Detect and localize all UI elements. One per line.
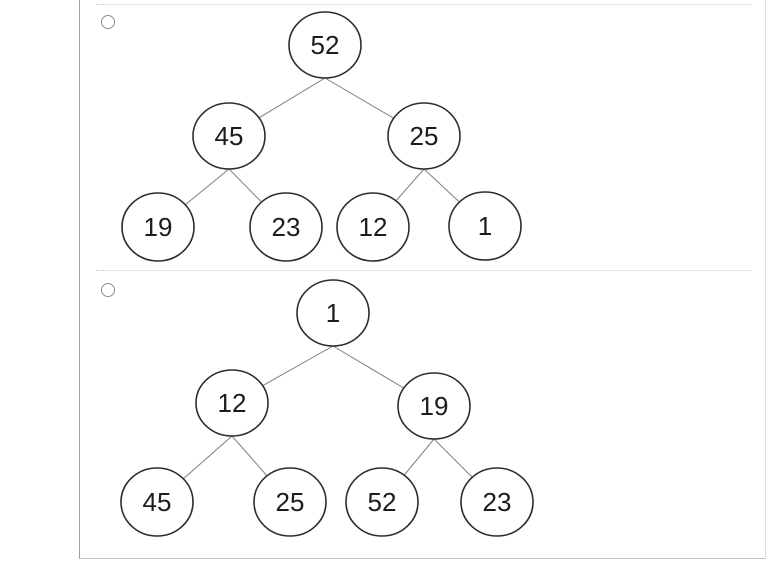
answer-1-radio-button[interactable] bbox=[101, 15, 115, 29]
answer-options-container bbox=[79, 0, 766, 559]
option-2-separator-line bbox=[96, 270, 752, 271]
answer-2-radio-button[interactable] bbox=[101, 283, 115, 297]
option-1-separator-line bbox=[96, 4, 752, 5]
